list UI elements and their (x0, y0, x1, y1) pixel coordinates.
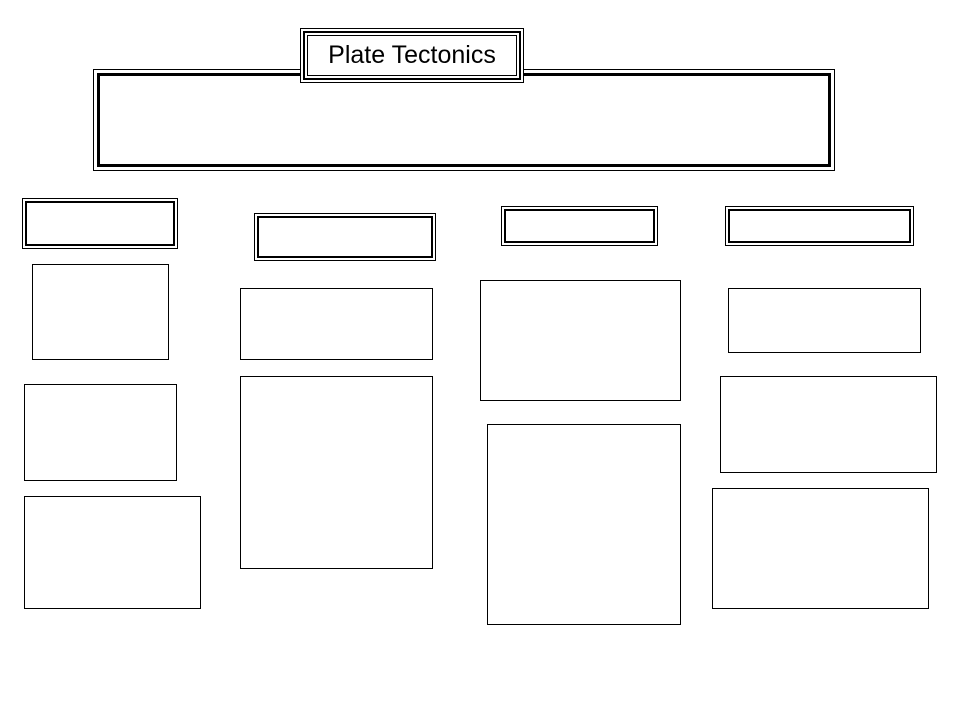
column-3-box-2 (487, 424, 681, 625)
column-2-header-box (254, 213, 436, 261)
column-3-header-box (501, 206, 658, 246)
column-4-box-1 (728, 288, 921, 353)
column-1-box-3 (24, 496, 201, 609)
column-2-box-2 (240, 376, 433, 569)
column-4-header-box (725, 206, 914, 246)
column-1-box-1 (32, 264, 169, 360)
column-1-box-2 (24, 384, 177, 481)
column-3-box-1 (480, 280, 681, 401)
main-concept-box (93, 69, 835, 171)
column-2-box-1 (240, 288, 433, 360)
column-4-box-3 (712, 488, 929, 609)
title-text: Plate Tectonics (328, 41, 496, 69)
column-1-header-box (22, 198, 178, 249)
title-box: Plate Tectonics (300, 28, 524, 83)
column-4-box-2 (720, 376, 937, 473)
